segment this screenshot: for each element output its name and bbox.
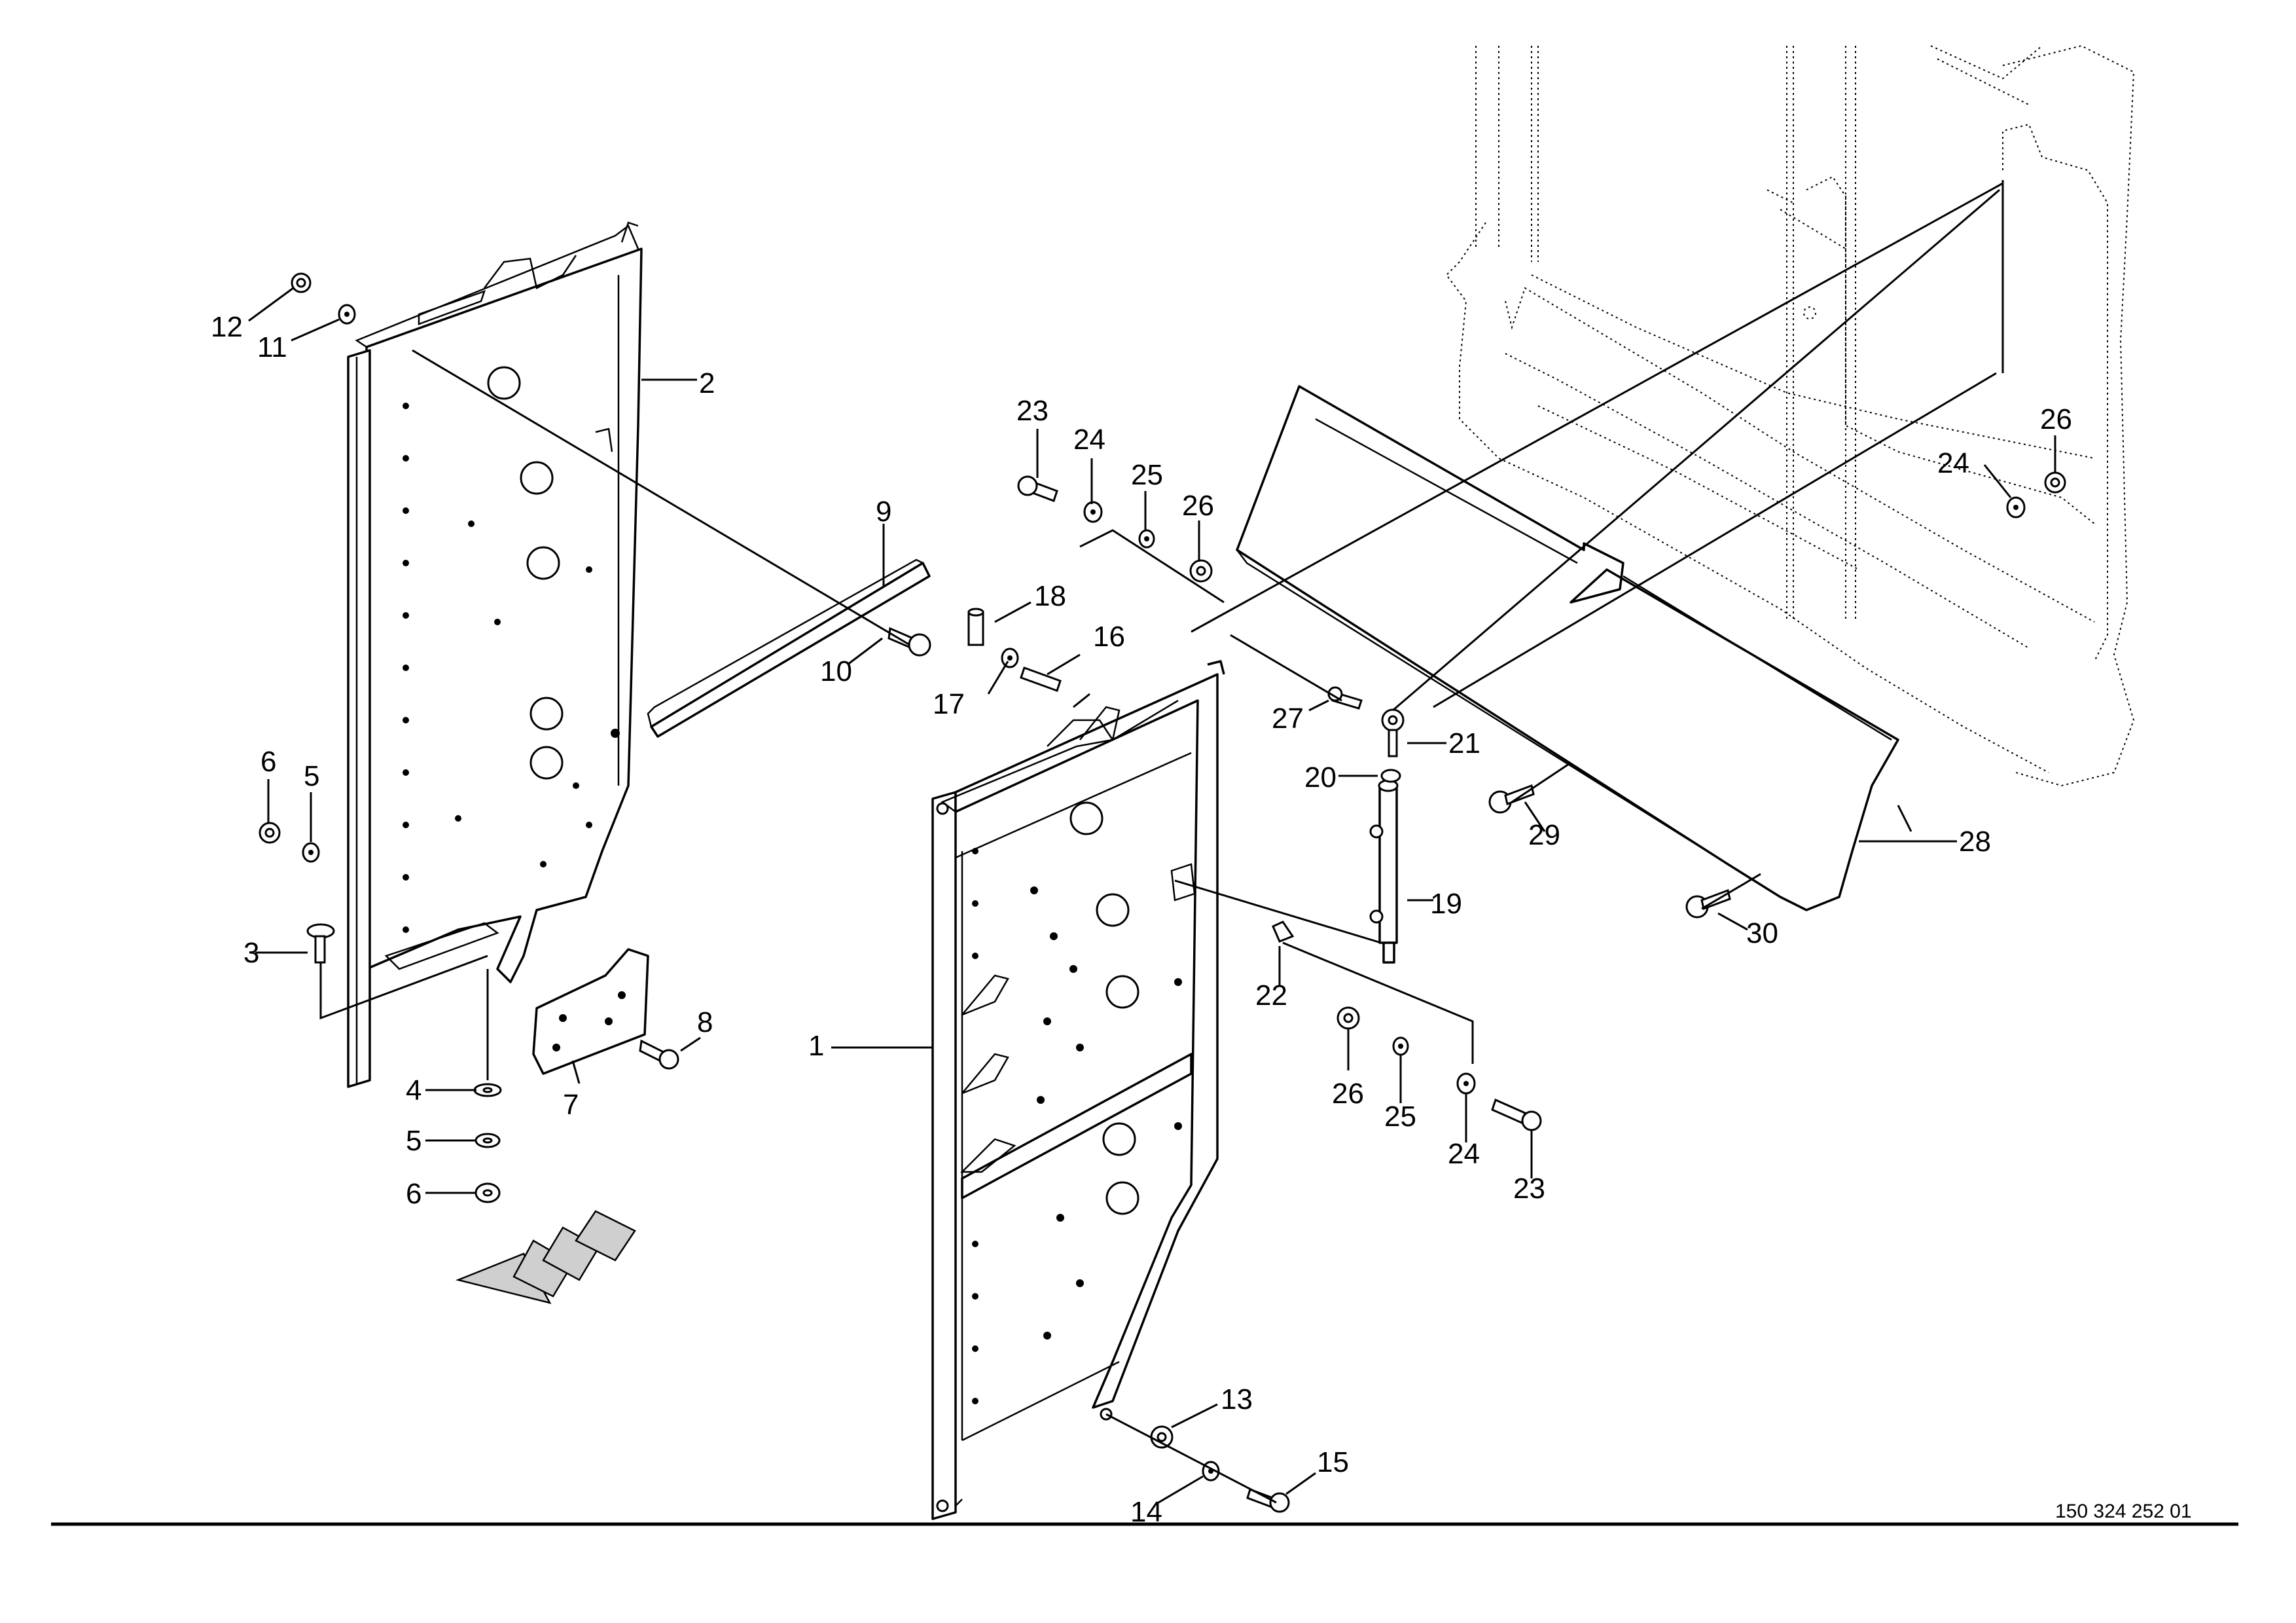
callout-14: 14 bbox=[1130, 1496, 1162, 1528]
callout-2: 2 bbox=[699, 367, 715, 399]
callout-25-upper: 25 bbox=[1131, 459, 1163, 491]
callout-17: 17 bbox=[933, 688, 965, 720]
callout-labels: 1 2 3 4 5 5 6 6 7 8 9 10 11 12 13 14 15 … bbox=[211, 311, 2072, 1528]
callout-18: 18 bbox=[1034, 580, 1066, 612]
direction-arrow-icon bbox=[455, 1210, 636, 1304]
callout-21: 21 bbox=[1448, 727, 1480, 759]
callout-26-upper: 26 bbox=[1182, 490, 1214, 522]
callout-1: 1 bbox=[808, 1030, 824, 1062]
leader-lines bbox=[248, 180, 2056, 1504]
callout-25-lower: 25 bbox=[1384, 1101, 1416, 1133]
callout-22: 22 bbox=[1255, 979, 1287, 1012]
callout-11: 11 bbox=[257, 331, 287, 363]
callout-7: 7 bbox=[563, 1089, 579, 1121]
callout-30: 30 bbox=[1746, 917, 1778, 949]
callout-24-lower: 24 bbox=[1448, 1138, 1480, 1170]
callout-24-right: 24 bbox=[1937, 447, 1969, 479]
callout-5-upper: 5 bbox=[304, 760, 319, 792]
part-28-deflector bbox=[1236, 385, 1899, 911]
callout-28: 28 bbox=[1959, 826, 1991, 858]
callout-4: 4 bbox=[406, 1074, 422, 1106]
callout-23-upper: 23 bbox=[1016, 395, 1049, 427]
callout-20: 20 bbox=[1304, 761, 1336, 793]
callout-23-lower: 23 bbox=[1513, 1173, 1545, 1205]
callout-6-lower: 6 bbox=[406, 1178, 422, 1210]
drawing-number: 150 324 252 01 bbox=[2055, 1501, 2192, 1522]
callout-24-upper: 24 bbox=[1073, 424, 1105, 456]
callout-27: 27 bbox=[1272, 702, 1304, 735]
callout-10: 10 bbox=[820, 655, 852, 687]
callout-8: 8 bbox=[697, 1006, 713, 1038]
callout-19: 19 bbox=[1430, 888, 1462, 920]
callout-9: 9 bbox=[876, 496, 891, 528]
callout-16: 16 bbox=[1093, 621, 1125, 653]
callout-29: 29 bbox=[1528, 819, 1560, 851]
callout-12: 12 bbox=[211, 311, 243, 343]
callout-26-lower: 26 bbox=[1332, 1078, 1364, 1110]
callout-3: 3 bbox=[243, 937, 259, 969]
callout-15: 15 bbox=[1317, 1446, 1349, 1478]
part-19-gas-spring bbox=[1369, 779, 1399, 964]
callout-5-lower: 5 bbox=[406, 1125, 422, 1157]
part-9-strip bbox=[647, 558, 931, 738]
callout-6-upper: 6 bbox=[260, 746, 276, 778]
part-2-side-panel bbox=[355, 221, 643, 983]
callout-13: 13 bbox=[1221, 1383, 1253, 1415]
machine-frame-ghost bbox=[1445, 45, 2135, 787]
part-7-lower-plate bbox=[532, 948, 649, 1075]
part-1-main-frame bbox=[931, 660, 1225, 1520]
callout-26-right: 26 bbox=[2040, 403, 2072, 435]
left-upright-bar bbox=[347, 349, 371, 1088]
